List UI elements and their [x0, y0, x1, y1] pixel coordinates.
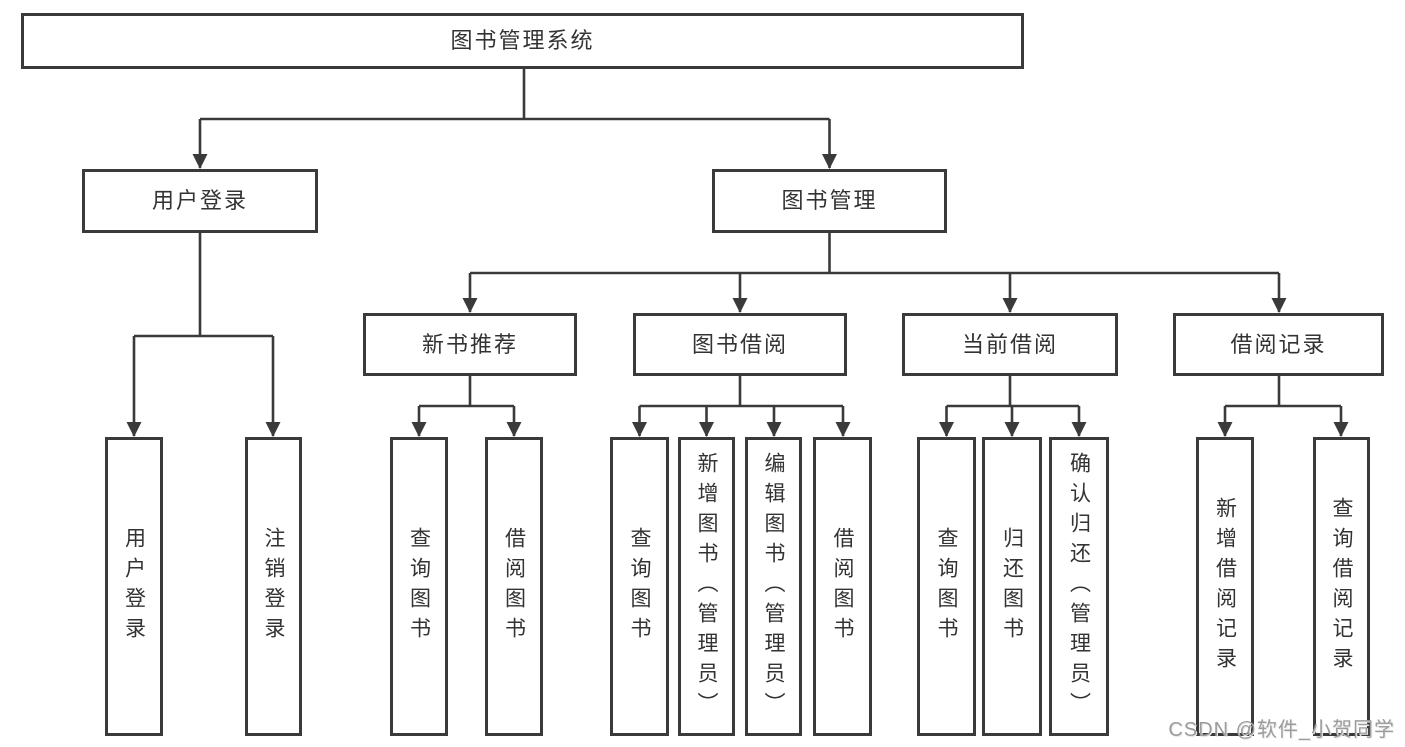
- node-borrow-records: 借阅记录: [1173, 313, 1384, 376]
- node-new-book-recommend: 新书推荐: [363, 313, 577, 376]
- leaf-edit-book-admin: 编辑图书（管理员）: [745, 437, 802, 736]
- connector-current-borrow-split: [946, 376, 1079, 408]
- node-current-borrow: 当前借阅: [902, 313, 1118, 376]
- leaf-add-book-admin: 新增图书（管理员）: [678, 437, 735, 736]
- node-book-management: 图书管理: [712, 169, 947, 233]
- connector-book-management-split: [470, 233, 1279, 275]
- leaf-borrow-books-recommend: 借阅图书: [485, 437, 543, 736]
- leaf-return-book: 归还图书: [982, 437, 1042, 736]
- node-book-borrow: 图书借阅: [633, 313, 847, 376]
- leaf-query-books-recommend: 查询图书: [390, 437, 448, 736]
- leaf-confirm-return-admin: 确认归还（管理员）: [1049, 437, 1109, 736]
- leaf-add-borrow-record: 新增借阅记录: [1196, 437, 1254, 736]
- connector-borrow-records-split: [1225, 376, 1341, 408]
- leaf-logout: 注销登录: [245, 437, 302, 736]
- csdn-watermark: CSDN @软件_小贺同学: [1168, 719, 1395, 741]
- leaf-query-borrow-record: 查询借阅记录: [1313, 437, 1370, 736]
- connector-book-borrow-split: [639, 376, 843, 408]
- connector-user-login-split: [134, 233, 273, 338]
- leaf-user-login: 用户登录: [105, 437, 163, 736]
- connector-root-split: [200, 69, 830, 121]
- node-user-login: 用户登录: [82, 169, 318, 233]
- leaf-query-books-current: 查询图书: [917, 437, 976, 736]
- leaf-query-books-borrow: 查询图书: [610, 437, 669, 736]
- node-root-system: 图书管理系统: [21, 13, 1024, 69]
- connector-new-book-split: [419, 376, 514, 408]
- leaf-borrow-books: 借阅图书: [813, 437, 872, 736]
